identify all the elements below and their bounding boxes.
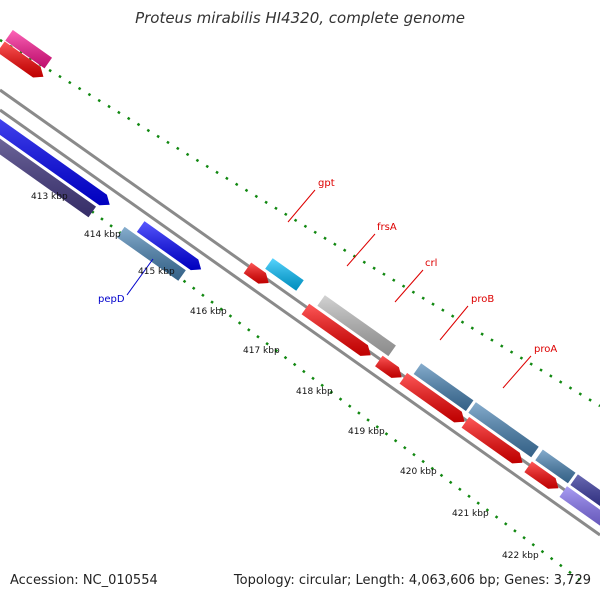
gene-feature-shade: [413, 363, 474, 411]
gene-label-crl: crl: [425, 258, 437, 269]
tick-label: 418 kbp: [296, 387, 333, 397]
gpt-leader-line: [287, 189, 316, 223]
tick-label: 413 kbp: [31, 192, 68, 202]
gene-label-gpt: gpt: [318, 178, 335, 189]
gene-feature-shade: [375, 355, 402, 378]
gene-label-frsA: frsA: [377, 222, 397, 233]
gene-feature-shade: [5, 30, 53, 69]
proA-leader-line: [502, 355, 532, 389]
tick-label: 420 kbp: [400, 467, 437, 477]
outer-tick-ring: [0, 38, 600, 408]
accession-text: Accession: NC_010554: [10, 573, 158, 588]
gene-label-pepD: pepD: [98, 294, 125, 305]
tick-label: 417 kbp: [243, 346, 280, 356]
gene-feature-shade: [461, 417, 523, 464]
gene-feature-shade: [570, 474, 600, 506]
gene-feature-shade: [524, 461, 559, 489]
gene-feature-shade: [0, 41, 44, 78]
gene-feature-shade: [136, 221, 202, 271]
pepD-leader-line: [126, 258, 154, 296]
proB-leader-line: [439, 305, 469, 341]
crl-leader-line: [394, 269, 424, 303]
gene-feature-shade: [117, 226, 186, 281]
frsA-leader-line: [346, 233, 376, 267]
gene-feature-shade: [265, 258, 304, 291]
tick-label: 416 kbp: [190, 307, 227, 317]
gene-feature-shade: [535, 449, 576, 484]
tick-label: 421 kbp: [452, 509, 489, 519]
gene-label-proA: proA: [534, 344, 557, 355]
gene-feature-shade: [468, 402, 539, 458]
gene-feature-shade: [399, 373, 465, 423]
tick-label: 414 kbp: [84, 230, 121, 240]
gene-feature-shade: [317, 295, 396, 357]
tick-label: 422 kbp: [502, 551, 539, 561]
gene-feature-shade: [243, 262, 269, 284]
gene-labels: gpt frsA crl proB proA pepD: [98, 178, 557, 355]
backbone-inner-line: [0, 108, 600, 537]
gene-label-proB: proB: [471, 294, 494, 305]
tick-label: 419 kbp: [348, 427, 385, 437]
gene-feature-shade: [0, 118, 110, 206]
gene-feature-shade: [559, 486, 600, 526]
tick-label: 415 kbp: [138, 267, 175, 277]
feature-track: [0, 30, 600, 526]
map-title: Proteus mirabilis HI4320, complete genom…: [135, 9, 465, 27]
gene-feature-shade: [301, 303, 371, 356]
gene-feature-shade: [0, 138, 96, 218]
tick-labels: 413 kbp 414 kbp 415 kbp 416 kbp 417 kbp …: [31, 192, 539, 561]
genome-summary-text: Topology: circular; Length: 4,063,606 bp…: [233, 573, 591, 588]
